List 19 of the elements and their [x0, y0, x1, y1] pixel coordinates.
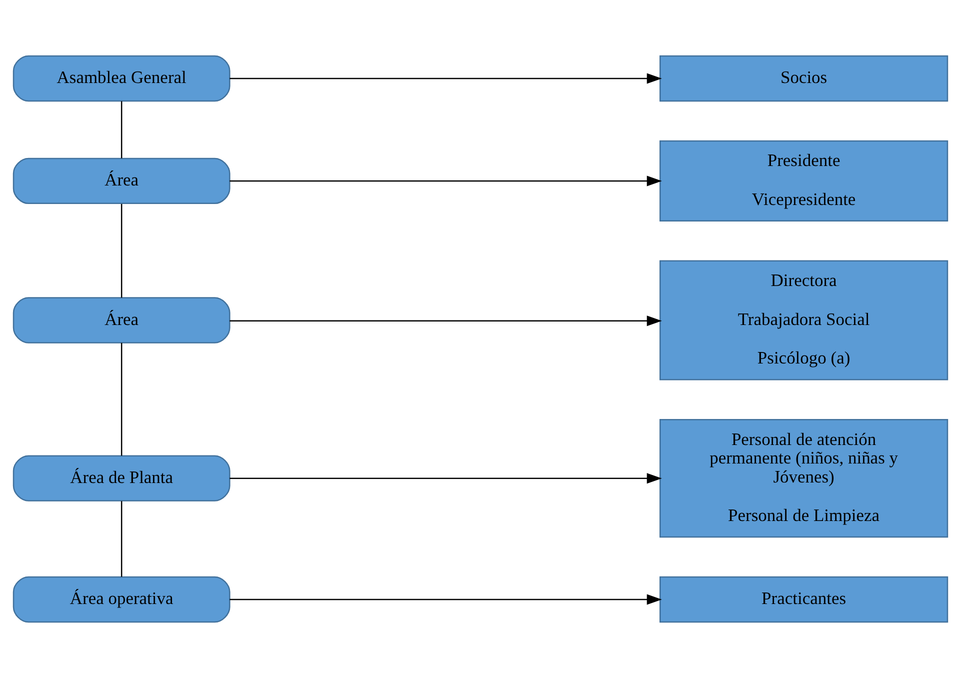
connector — [120, 501, 122, 577]
node-box: Directora Trabajadora Social Psicólogo (a) — [659, 260, 948, 380]
arrow — [230, 176, 662, 186]
connector — [120, 204, 122, 298]
arrow — [230, 473, 662, 484]
node-box: Practicantes — [659, 576, 948, 623]
arrow — [230, 316, 662, 326]
arrow — [230, 594, 662, 605]
connector — [120, 101, 122, 158]
node-box: Área de Planta — [12, 455, 230, 502]
arrow — [230, 73, 662, 84]
connector — [120, 342, 122, 456]
node-box: Personal de atención permanente (niños, niñas y Jóvenes) Personal de Limpieza — [659, 418, 948, 538]
node-box: Área — [12, 297, 230, 344]
node-box: Presidente Vicepresidente — [659, 140, 948, 222]
node-box: Socios — [659, 55, 948, 102]
node-box: Área operativa — [12, 576, 230, 623]
node-box: Área — [12, 158, 230, 204]
node-box: Asamblea General — [12, 55, 230, 102]
